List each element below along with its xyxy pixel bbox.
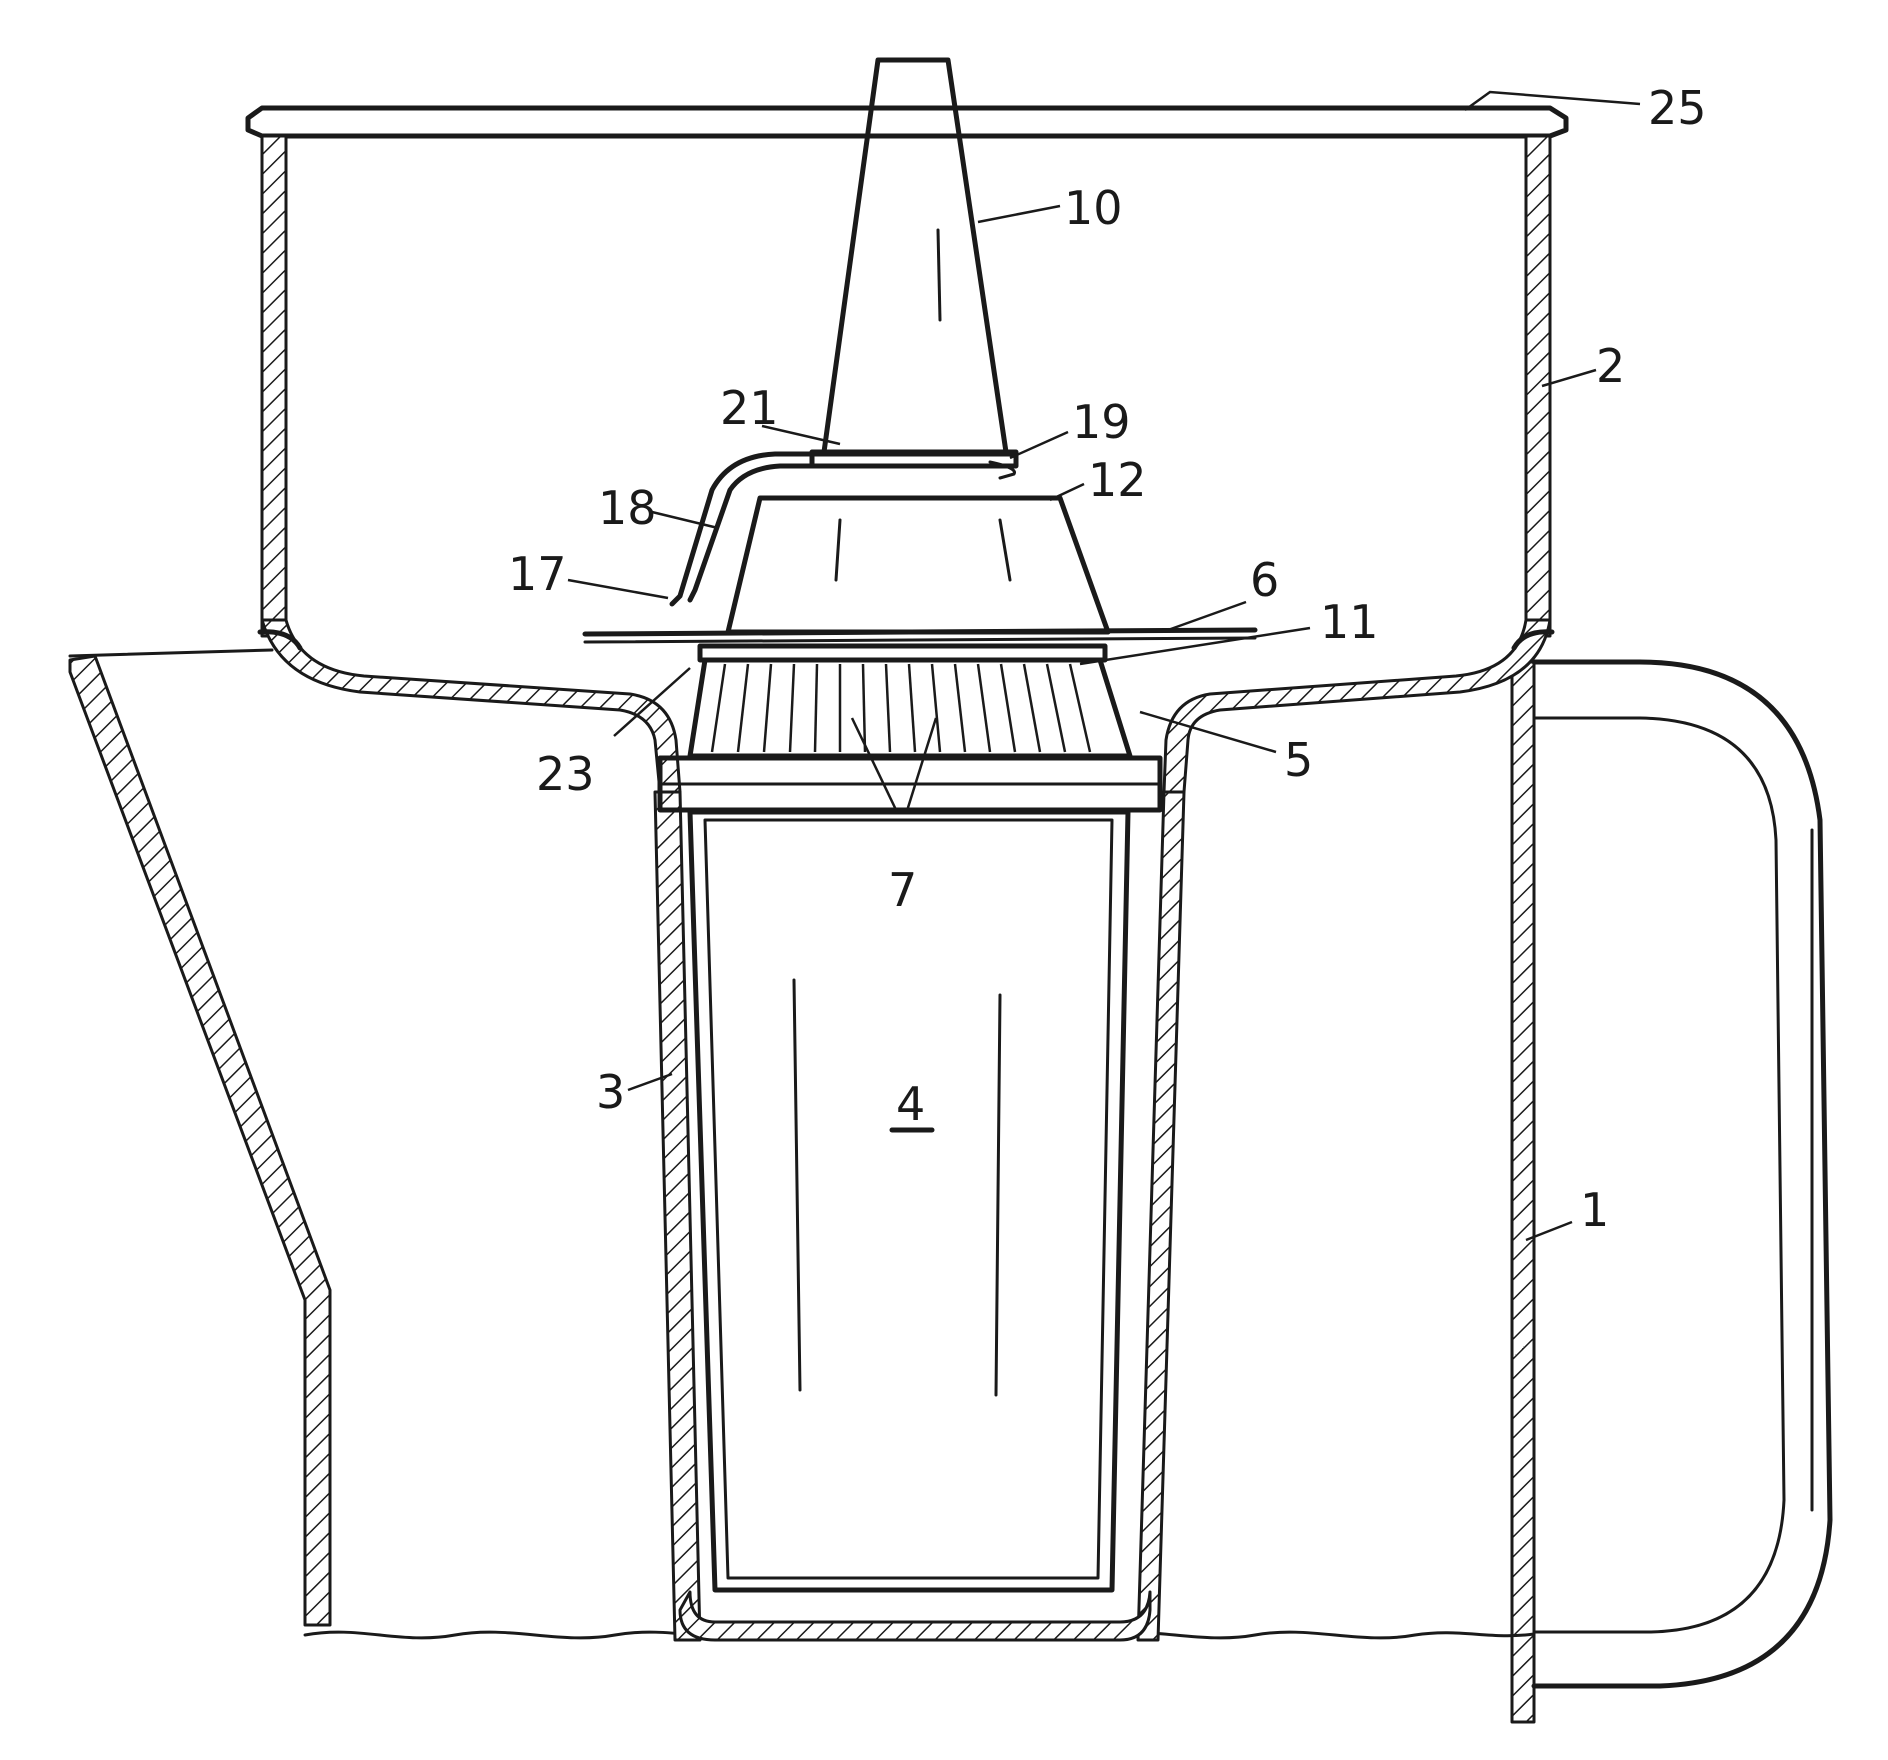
- cone-mark-b: [998, 518, 1012, 582]
- spout-tube-10: [821, 57, 1009, 455]
- leader-6: [1167, 600, 1247, 632]
- receptacle-bottom: [678, 1590, 1152, 1642]
- cone-12: [725, 495, 1111, 635]
- cartridge-mark-left: [792, 978, 802, 1392]
- receptacle: [653, 790, 1186, 1642]
- receptacle-right-wall: [1136, 790, 1186, 1642]
- leader-12: [1049, 482, 1085, 502]
- leader-19: [1009, 430, 1069, 460]
- seal-plate-lower: [583, 636, 1257, 644]
- funnel-seat-bead-right: [1511, 629, 1555, 651]
- label-25: 25: [1648, 81, 1707, 135]
- label-11: 11: [1320, 595, 1379, 649]
- jug-spout-wall: [68, 654, 332, 1627]
- funnel-left-wall: [260, 134, 288, 638]
- leader-7a: [850, 717, 900, 815]
- leader-5: [1139, 710, 1277, 754]
- cartridge-inner-outline: [703, 818, 1114, 1580]
- funnel-top-rim: [245, 105, 1569, 139]
- jug-handle-outer: [1531, 659, 1833, 1689]
- cone-mark-a: [834, 518, 842, 582]
- label-23: 23: [536, 747, 595, 801]
- label-12: 12: [1088, 453, 1147, 507]
- leader-2: [1541, 368, 1597, 388]
- leader-17: [567, 578, 669, 600]
- reference-labels: 25 10 2 21 19 12 18 17 6 11 23 5 7 3 4 1: [508, 81, 1707, 1237]
- label-2: 2: [1596, 339, 1625, 393]
- leader-25: [1464, 90, 1641, 112]
- lid-18: [687, 463, 1013, 603]
- jug-right-wall: [1510, 660, 1536, 1724]
- leader-23: [613, 667, 691, 737]
- leader-11: [1079, 626, 1311, 666]
- collar-ring-19: [988, 460, 1016, 480]
- label-18: 18: [598, 481, 657, 535]
- label-6: 6: [1250, 553, 1279, 607]
- leader-3: [627, 1072, 673, 1092]
- jug-rim-line: [68, 648, 274, 658]
- funnel-container: [245, 105, 1569, 794]
- spout-tube-mark: [936, 228, 942, 322]
- jug-handle-inner: [1532, 716, 1786, 1634]
- label-5: 5: [1284, 733, 1313, 787]
- leader-18: [651, 510, 719, 530]
- funnel-right-wall: [1524, 134, 1552, 638]
- cartridge-mark-right: [994, 993, 1002, 1397]
- funnel-seat-bead-left: [257, 629, 303, 651]
- label-1: 1: [1580, 1183, 1609, 1237]
- receptacle-left-wall: [653, 790, 702, 1642]
- label-10: 10: [1064, 181, 1123, 235]
- lid-17: [669, 451, 1015, 607]
- label-21: 21: [720, 381, 779, 435]
- leader-7b: [904, 717, 938, 815]
- cone-assembly: [669, 57, 1111, 635]
- leader-lines: [567, 90, 1641, 1242]
- label-7: 7: [888, 863, 917, 917]
- label-4: 4: [896, 1077, 925, 1131]
- leader-1: [1525, 1220, 1573, 1242]
- filter-cartridge: [657, 643, 1163, 1593]
- label-3: 3: [596, 1065, 625, 1119]
- leader-21: [761, 424, 841, 446]
- funnel-floor-left: [260, 618, 682, 794]
- cartridge-ribs: [710, 663, 1092, 753]
- leader-10: [977, 204, 1061, 224]
- cartridge-body: [687, 809, 1131, 1593]
- label-17: 17: [508, 547, 567, 601]
- cartridge-top-ring: [697, 643, 1108, 663]
- label-19: 19: [1072, 395, 1131, 449]
